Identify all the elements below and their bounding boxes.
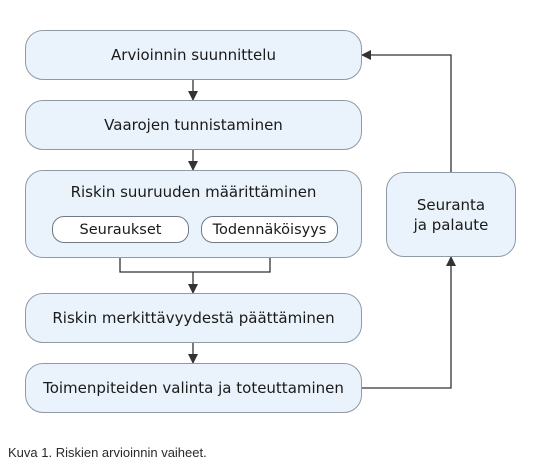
step-significance: Riskin merkittävyydestä päättäminen [25, 293, 362, 343]
step-measures: Toimenpiteiden valinta ja toteuttaminen [25, 363, 362, 413]
feedback-label-line2: ja palaute [413, 215, 489, 234]
probability-label: Todennäköisyys [212, 221, 327, 238]
step-hazard-identification: Vaarojen tunnistaminen [25, 100, 362, 150]
step-planning-label: Arvioinnin suunnittelu [111, 46, 276, 64]
arrow-feedback-to-planning [361, 50, 452, 172]
feedback-box: Seuranta ja palaute [386, 172, 516, 257]
step-hazard-identification-label: Vaarojen tunnistaminen [104, 116, 283, 134]
feedback-label-line1: Seuranta [416, 195, 486, 214]
consequences-pill: Seuraukset [52, 216, 189, 243]
consequences-label: Seuraukset [79, 221, 162, 238]
figure-caption: Kuva 1. Riskien arvioinnin vaiheet. [8, 445, 207, 460]
step-significance-label: Riskin merkittävyydestä päättäminen [52, 309, 335, 327]
step-risk-size: Riskin suuruuden määrittäminen [25, 170, 362, 258]
step-risk-size-label: Riskin suuruuden määrittäminen [70, 183, 317, 201]
step-measures-label: Toimenpiteiden valinta ja toteuttaminen [43, 379, 344, 397]
step-planning: Arvioinnin suunnittelu [25, 30, 362, 80]
arrow-measures-to-feedback [361, 256, 456, 389]
probability-pill: Todennäköisyys [201, 216, 338, 243]
